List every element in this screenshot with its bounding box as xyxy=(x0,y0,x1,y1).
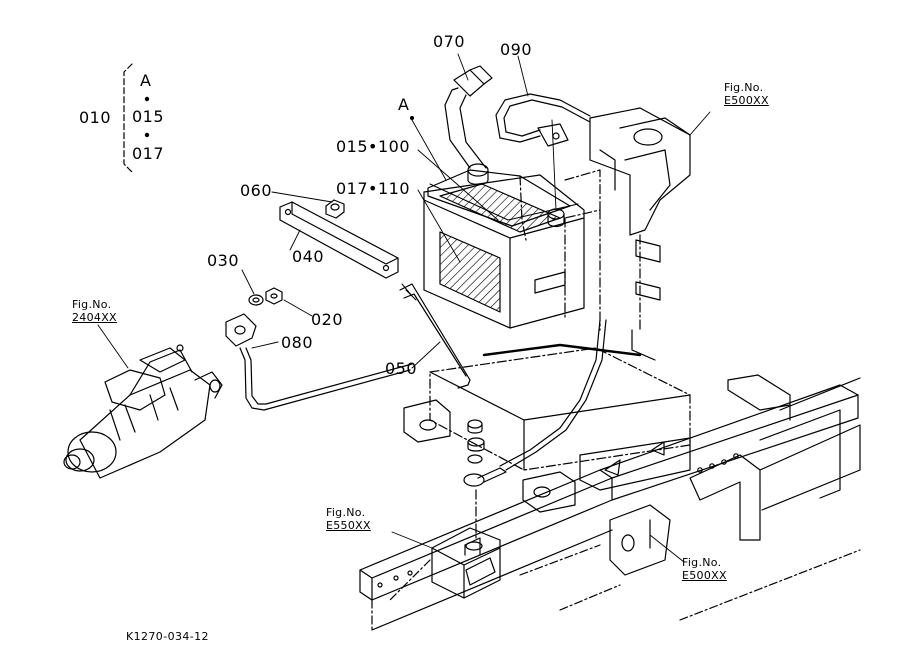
washers xyxy=(249,288,282,305)
part-label-020: 020 xyxy=(311,310,344,329)
positive-cable xyxy=(445,66,492,168)
negative-cable xyxy=(496,94,590,146)
legend-item-a: A xyxy=(140,71,152,90)
part-label-050: 050 xyxy=(385,359,418,378)
part-label-090: 090 xyxy=(500,40,533,59)
battery xyxy=(424,164,584,328)
j-bolt xyxy=(400,284,470,388)
starter-motor xyxy=(64,345,222,478)
side-frame-bracket xyxy=(565,108,690,360)
legend-item-015: 015 xyxy=(132,107,165,126)
fig-ref-e500xx-bottom: Fig.No. E500XX xyxy=(682,556,727,582)
part-label-015-100: 015•100 xyxy=(336,137,411,156)
nut-060 xyxy=(326,200,344,218)
fig-ref-e500xx-top: Fig.No. E500XX xyxy=(724,81,769,107)
hold-down-bracket xyxy=(280,202,398,278)
starter-cable xyxy=(226,314,412,410)
chassis-frame xyxy=(360,375,860,630)
part-label-040: 040 xyxy=(292,247,325,266)
battery-tray xyxy=(404,348,690,598)
legend-bracket xyxy=(124,64,149,172)
part-label-017-110: 017•110 xyxy=(336,179,411,198)
fig-ref-e550xx: Fig.No. E550XX xyxy=(326,506,371,532)
drawing-code: K1270-034-12 xyxy=(126,630,209,643)
part-label-080: 080 xyxy=(281,333,314,352)
legend-main-label: 010 xyxy=(79,108,112,127)
part-label-060: 060 xyxy=(240,181,273,200)
bolt-stack xyxy=(468,420,484,540)
fig-ref-2404xx: Fig.No. 2404XX xyxy=(72,298,117,324)
ground-cable xyxy=(464,320,640,486)
part-label-030: 030 xyxy=(207,251,240,270)
part-label-070: 070 xyxy=(433,32,466,51)
legend-item-017: 017 xyxy=(132,144,165,163)
part-label-a: A xyxy=(398,95,410,114)
leader-lines xyxy=(98,54,710,562)
